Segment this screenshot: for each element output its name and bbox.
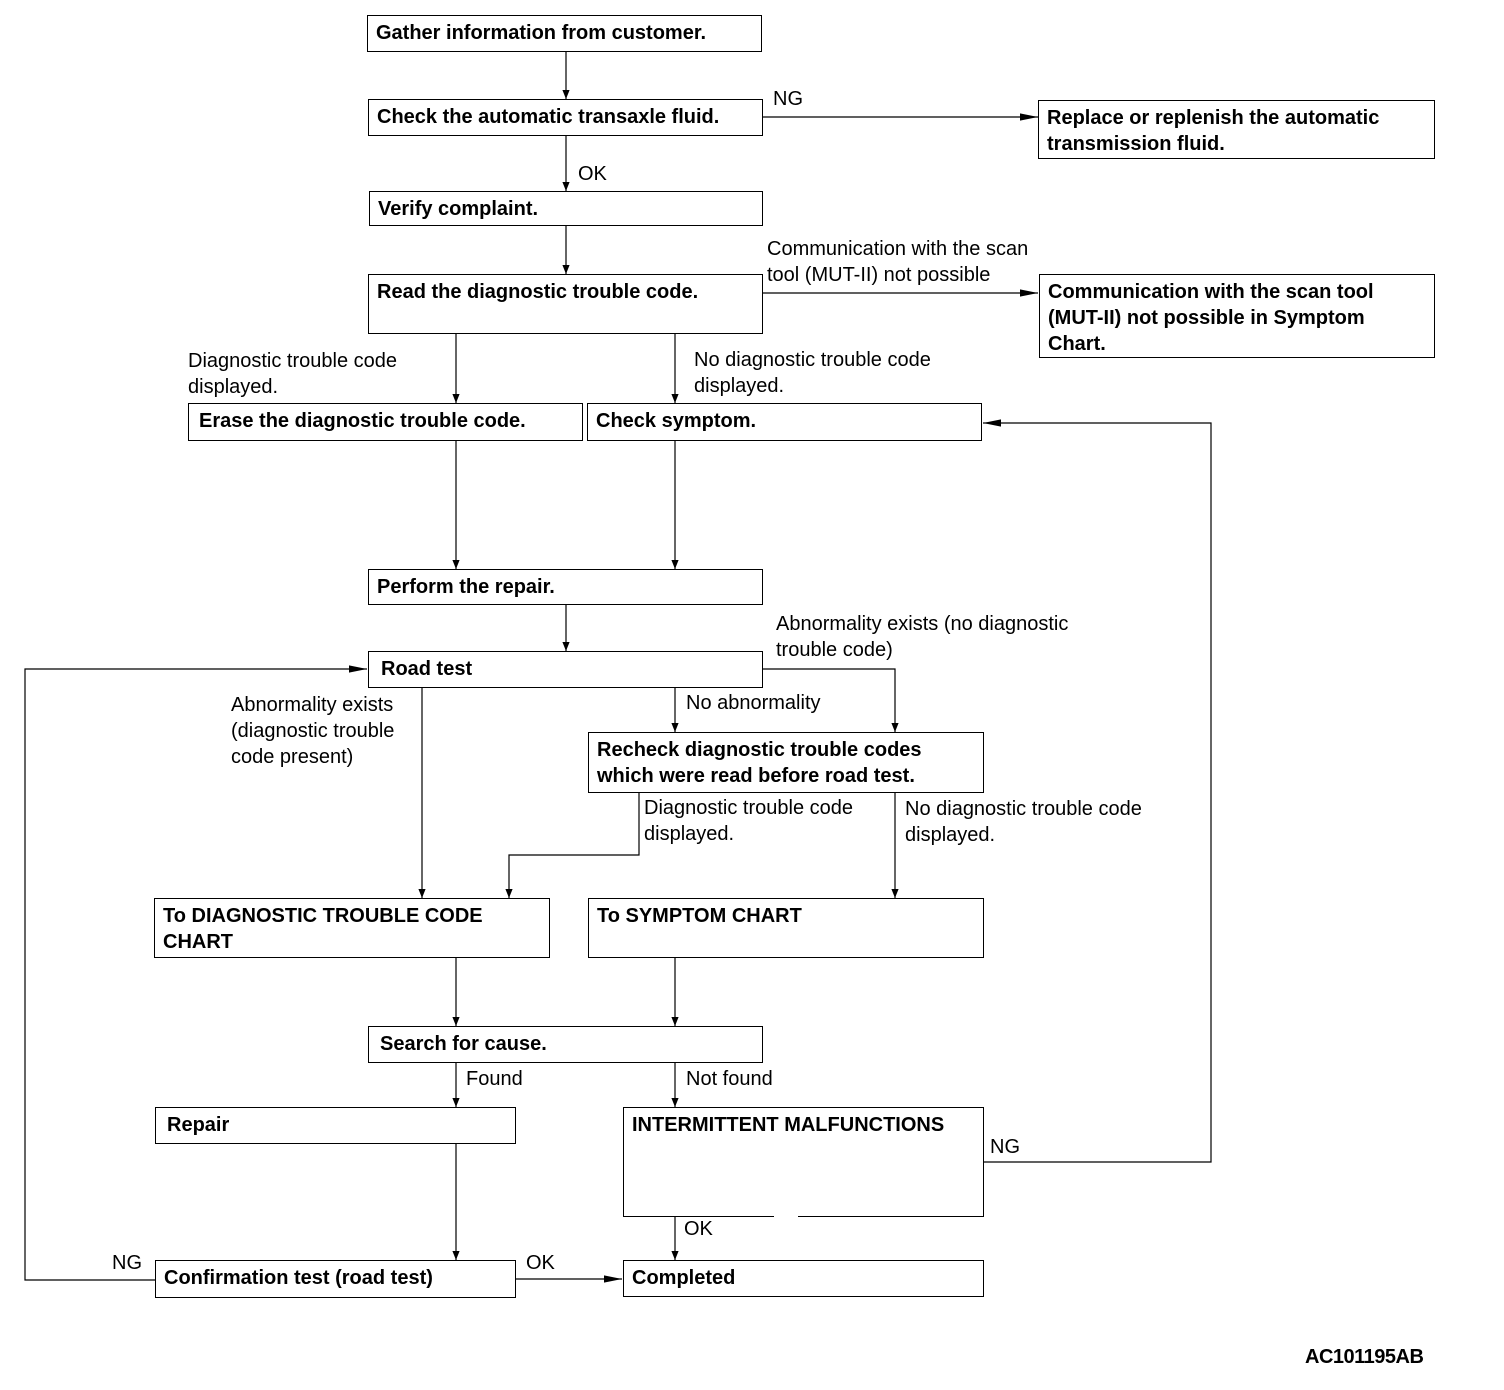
label-recheck-dtc-displayed: Diagnostic trouble code displayed. — [644, 797, 854, 845]
label-no-dtc-displayed: No diagnostic trouble code displayed. — [694, 349, 931, 397]
step-to-symptom-chart: To SYMPTOM CHART — [588, 898, 984, 958]
step-read-dtc: Read the diagnostic trouble code. — [368, 274, 763, 334]
label-abnormality-dtc: Abnormality exists (diagnostic trouble c… — [231, 694, 395, 768]
label-comm-scan: Communication with the scan tool (MUT-II… — [767, 238, 1029, 286]
arrow-confirm-road-loop — [24, 665, 367, 1281]
label-no-abnormality: No abnormality — [686, 692, 821, 714]
label-ng-confirm: NG — [112, 1252, 142, 1274]
step-intermittent-malfunctions: INTERMITTENT MALFUNCTIONS — [623, 1107, 984, 1217]
label-recheck-no-dtc: No diagnostic trouble code displayed. — [905, 798, 1142, 846]
step-confirmation-test: Confirmation test (road test) — [155, 1260, 516, 1298]
arrow-intermittent-symptom-loop — [983, 419, 1212, 1163]
step-road-test: Road test — [368, 651, 763, 688]
step-comm-not-possible: Communication with the scan tool (MUT-II… — [1039, 274, 1435, 358]
label-dtc-displayed: Diagnostic trouble code displayed. — [188, 350, 398, 398]
label-abnormality-no-dtc: Abnormality exists (no diagnostic troubl… — [776, 613, 1069, 661]
step-repair: Repair — [155, 1107, 516, 1144]
label-ng-intermittent: NG — [990, 1136, 1020, 1158]
label-ng-fluid: NG — [773, 88, 803, 110]
step-to-dtc-chart: To DIAGNOSTIC TROUBLE CODE CHART — [154, 898, 550, 958]
arrow-road-recheck-right — [763, 668, 899, 732]
step-erase-dtc: Erase the diagnostic trouble code. — [188, 403, 583, 441]
label-not-found: Not found — [686, 1068, 773, 1090]
step-gather-info: Gather information from customer. — [367, 15, 762, 52]
step-completed: Completed — [623, 1260, 984, 1297]
step-check-fluid: Check the automatic transaxle fluid. — [368, 99, 763, 136]
step-recheck-dtc: Recheck diagnostic trouble codes which w… — [588, 732, 984, 793]
box-gap — [774, 1213, 798, 1219]
label-ok-intermittent: OK — [684, 1218, 713, 1240]
figure-id: AC101195AB — [1305, 1346, 1424, 1368]
label-ok-fluid: OK — [578, 163, 607, 185]
step-check-symptom: Check symptom. — [587, 403, 982, 441]
step-search-cause: Search for cause. — [368, 1026, 763, 1063]
label-found: Found — [466, 1068, 523, 1090]
step-verify-complaint: Verify complaint. — [369, 191, 763, 226]
step-replace-fluid: Replace or replenish the automatic trans… — [1038, 100, 1435, 159]
label-ok-confirm: OK — [526, 1252, 555, 1274]
step-perform-repair: Perform the repair. — [368, 569, 763, 605]
arrow-recheck-dtc-chart — [505, 792, 640, 898]
